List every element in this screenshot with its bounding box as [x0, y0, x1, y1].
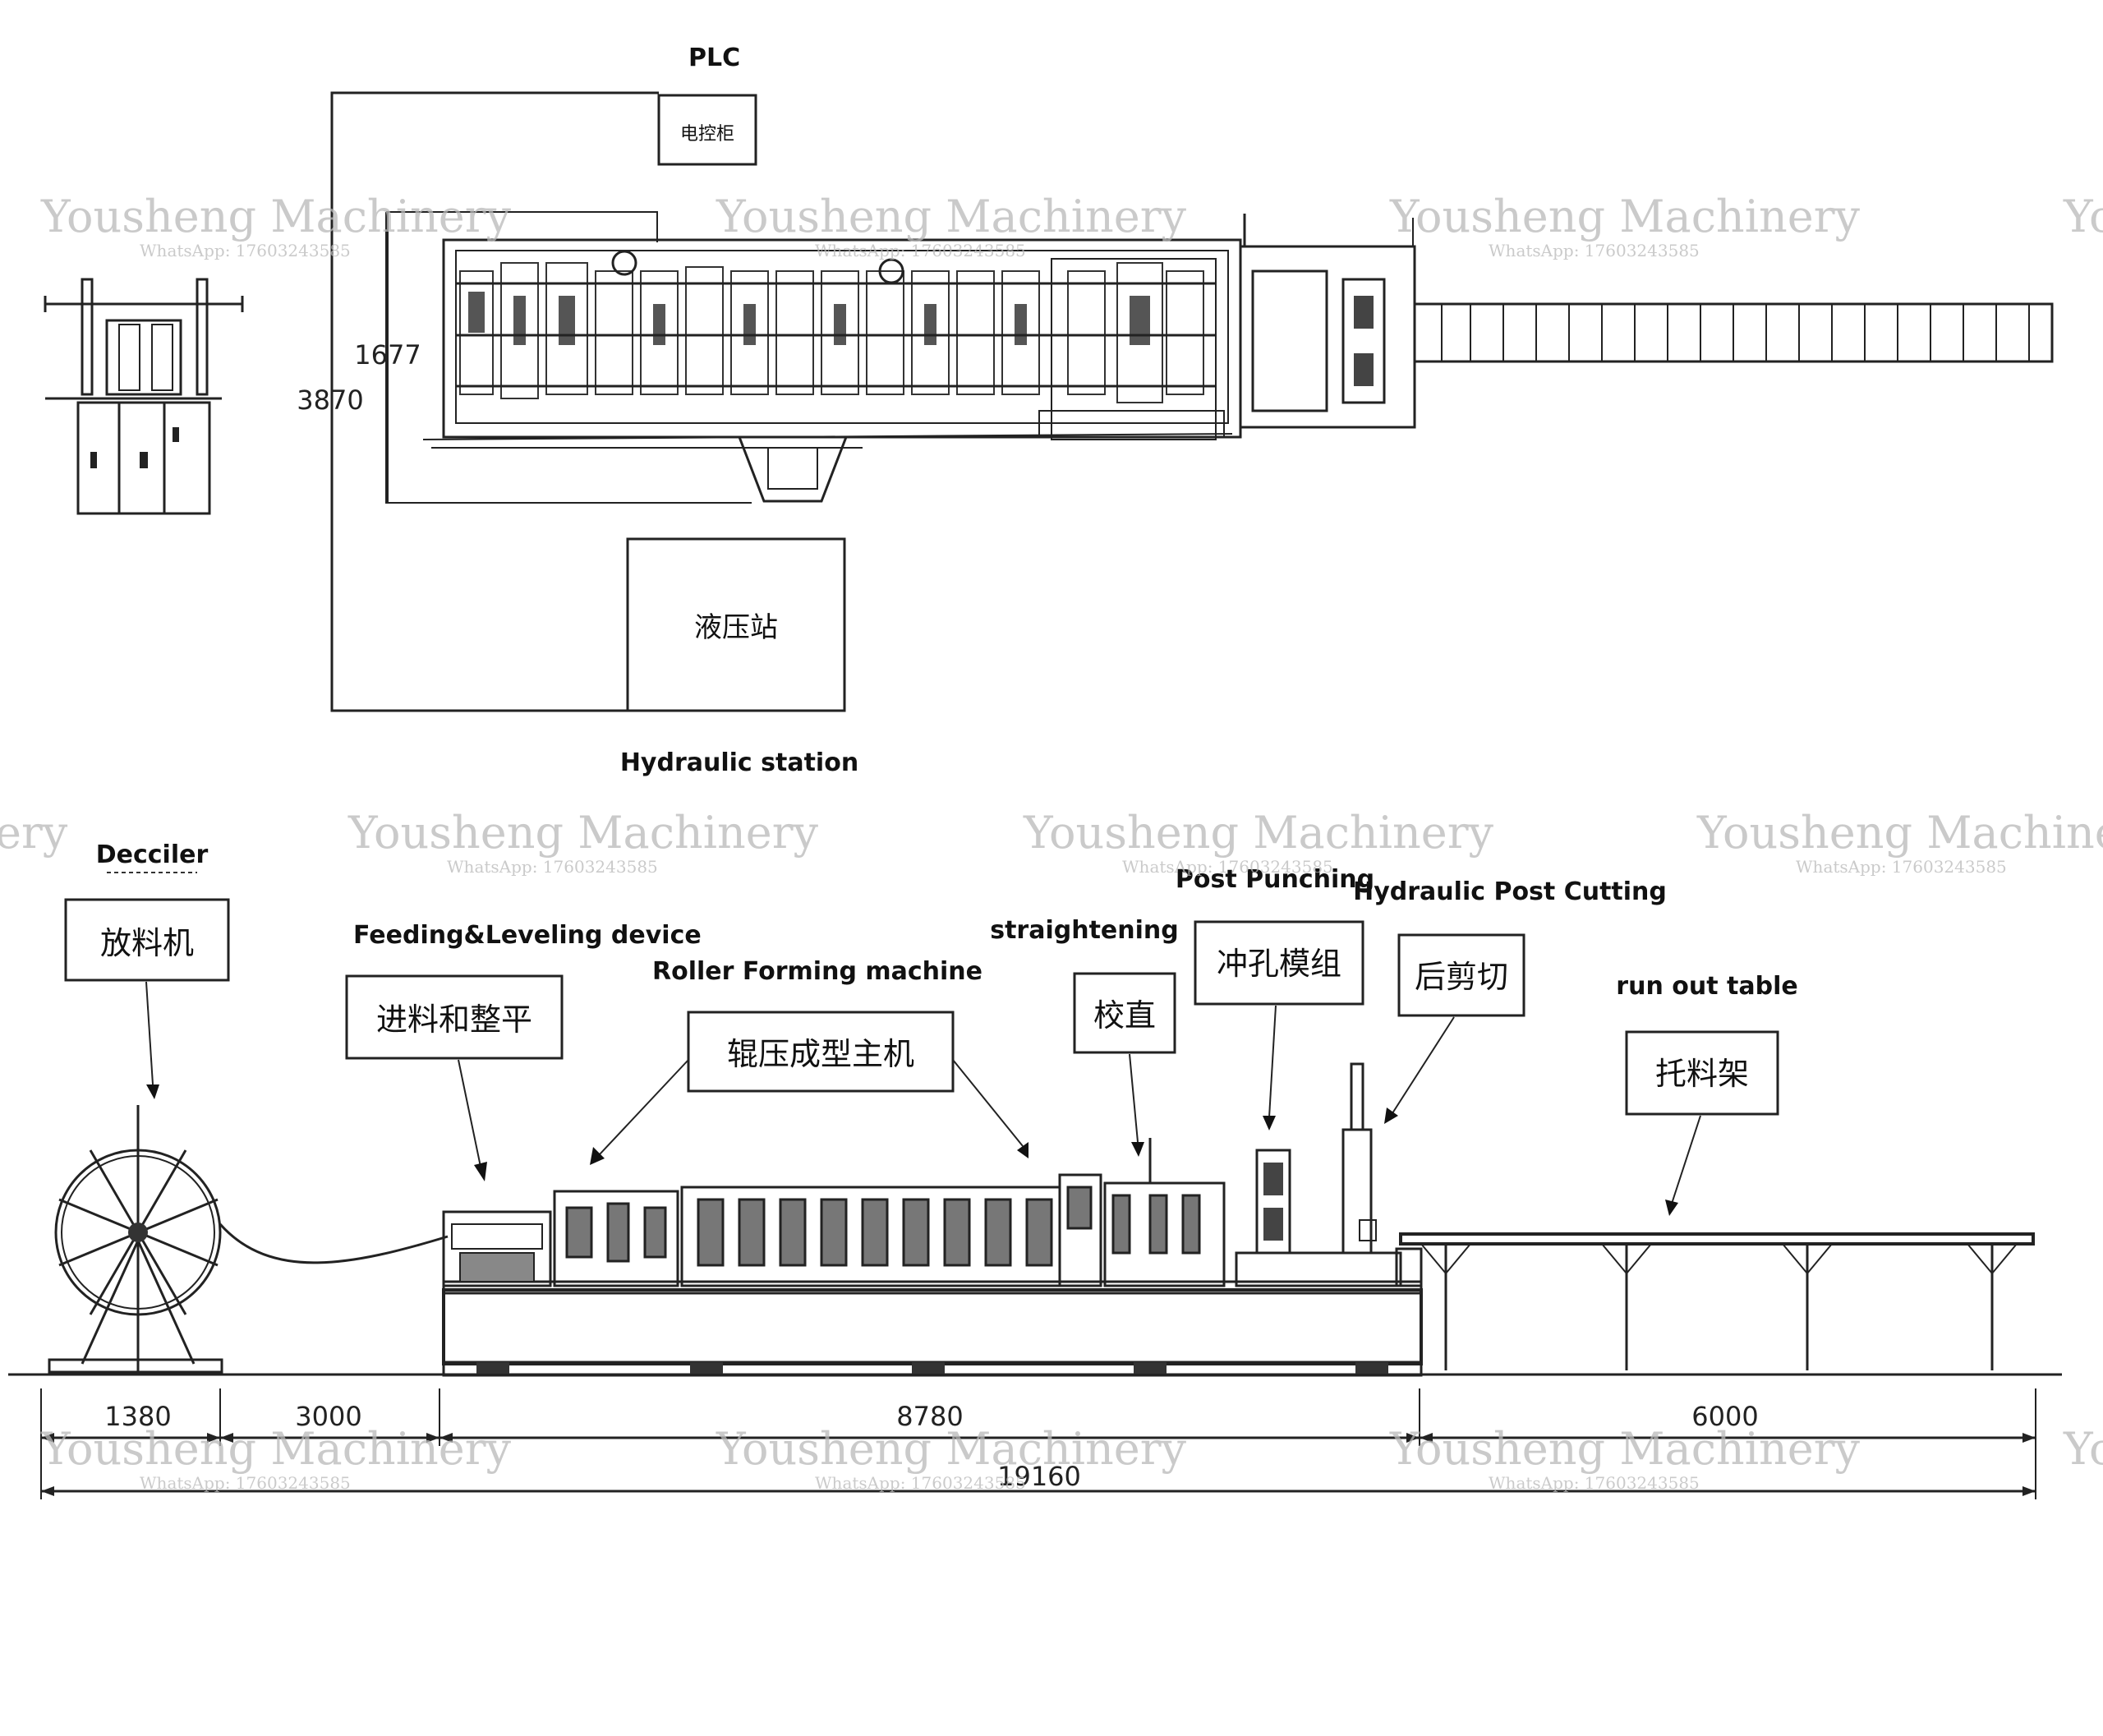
- run-out-box: [1625, 1030, 1779, 1116]
- watermark-brand: Yousheng Machinery: [347, 807, 819, 859]
- hydraulic-station-label: Hydraulic station: [620, 748, 858, 777]
- straightening-cn: 校直: [1093, 997, 1156, 1034]
- forming-arrow-right: [952, 1059, 1024, 1147]
- dim-8780: 8780: [896, 1401, 963, 1432]
- forming-arrowhead-left: [590, 1147, 605, 1165]
- post-cutting-arrow: [1392, 1016, 1455, 1114]
- dimension-lines: [40, 1388, 2036, 1499]
- feeding-arrow: [458, 1059, 481, 1167]
- footprint-inner-top: [386, 211, 658, 242]
- watermark-contact: WhatsApp: 17603243585: [815, 241, 1026, 260]
- post-cutting-arrowhead: [1384, 1107, 1398, 1124]
- hydraulic-station-text: 液压站: [694, 611, 778, 644]
- watermark-brand: Yousheng Machinery: [1023, 807, 1494, 859]
- watermark-brand: Yousheng Machinery: [716, 1423, 1187, 1475]
- footprint-inner-left: [385, 212, 752, 504]
- machine-side-view: [442, 1062, 1423, 1377]
- feeding-box: [345, 974, 564, 1060]
- dim-1677: 1677: [354, 339, 421, 371]
- watermark-contact: WhatsApp: 17603243585: [1489, 241, 1700, 260]
- watermark-contact: WhatsApp: 17603243585: [1122, 857, 1333, 877]
- decoiler-arrowhead: [146, 1084, 159, 1099]
- watermark-contact: WhatsApp: 17603243585: [140, 1473, 351, 1493]
- post-cutting-cn: 后剪切: [1415, 959, 1508, 995]
- dim-6000: 6000: [1691, 1401, 1758, 1432]
- decoiler-box: [64, 898, 230, 982]
- watermark-contact: WhatsApp: 17603243585: [1489, 1473, 1700, 1493]
- post-punching-arrowhead: [1263, 1116, 1276, 1130]
- plc-cabinet-text: 电控柜: [680, 124, 734, 145]
- machine-top-view: [422, 214, 1416, 503]
- runout-rollers-top-view: [1413, 302, 2054, 363]
- watermarks: Yousheng Machinery WhatsApp: 17603243585…: [0, 191, 2103, 1493]
- side-view: Decciler 放料机 Feeding&Leveling device 进料和…: [8, 840, 2062, 1499]
- post-punching-cn: 冲孔模组: [1217, 946, 1341, 982]
- watermark-contact: WhatsApp: 17603243585: [1796, 857, 2007, 877]
- feeding-cn: 进料和整平: [376, 1002, 532, 1038]
- post-punching-box: [1194, 920, 1364, 1006]
- watermark-brand: Yousheng Machinery: [1389, 191, 1861, 242]
- forming-cn: 辊压成型主机: [727, 1036, 914, 1072]
- forming-label: Roller Forming machine: [652, 957, 982, 986]
- watermark-edge: Yo: [2063, 191, 2103, 242]
- hydraulic-station-box: [626, 537, 846, 712]
- top-view: PLC 电控柜 3870 1677 液压站 Hydraulic station: [44, 44, 2054, 777]
- watermark-brand: Yousheng Machinery: [1389, 1423, 1861, 1475]
- forming-arrow-left: [599, 1059, 689, 1155]
- watermark-brand: Yousheng Machinery: [716, 191, 1187, 242]
- decoiler-label: Decciler: [96, 840, 209, 869]
- run-out-cn: 托料架: [1655, 1056, 1749, 1092]
- watermark-brand: Yousheng Machinery: [40, 191, 512, 242]
- dim-1380: 1380: [104, 1401, 171, 1432]
- run-out-label: run out table: [1616, 972, 1797, 1001]
- watermark-brand: Yousheng Machinery: [40, 1423, 512, 1475]
- runout-table-side-view: [1399, 1232, 2035, 1370]
- watermark-contact: WhatsApp: 17603243585: [815, 1473, 1026, 1493]
- post-cutting-label: Hydraulic Post Cutting: [1353, 877, 1667, 906]
- dim-19160: 19160: [997, 1461, 1081, 1492]
- feeding-label: Feeding&Leveling device: [353, 921, 702, 950]
- decoiler-arrow: [145, 981, 154, 1085]
- watermark-edge: Yo: [2063, 1423, 2103, 1475]
- post-punching-label: Post Punching: [1176, 865, 1374, 894]
- decoiler-side-view: [48, 1105, 449, 1374]
- feeding-arrowhead: [474, 1162, 487, 1181]
- footprint-outline: [330, 91, 659, 712]
- dim-3870: 3870: [297, 384, 363, 416]
- dim-3000: 3000: [295, 1401, 361, 1432]
- decoiler-cn: 放料机: [100, 925, 194, 961]
- run-out-arrow: [1671, 1115, 1701, 1204]
- straightening-arrowhead: [1131, 1142, 1144, 1157]
- forming-arrowhead-right: [1017, 1142, 1028, 1158]
- plc-cabinet-box: [657, 94, 757, 166]
- watermark-edge: ery: [0, 807, 68, 859]
- post-punching-arrow: [1268, 1005, 1277, 1118]
- forming-box: [687, 1011, 955, 1093]
- straightening-box: [1073, 972, 1176, 1054]
- straightening-arrow: [1129, 1053, 1139, 1143]
- post-cutting-box: [1397, 933, 1525, 1017]
- run-out-arrowhead: [1665, 1200, 1678, 1216]
- watermark-brand: Yousheng Machinery: [1696, 807, 2103, 859]
- decoiler-top-view: [44, 278, 244, 515]
- straightening-label: straightening: [990, 916, 1179, 945]
- watermark-contact: WhatsApp: 17603243585: [140, 241, 351, 260]
- plc-label: PLC: [688, 44, 740, 72]
- watermark-contact: WhatsApp: 17603243585: [447, 857, 658, 877]
